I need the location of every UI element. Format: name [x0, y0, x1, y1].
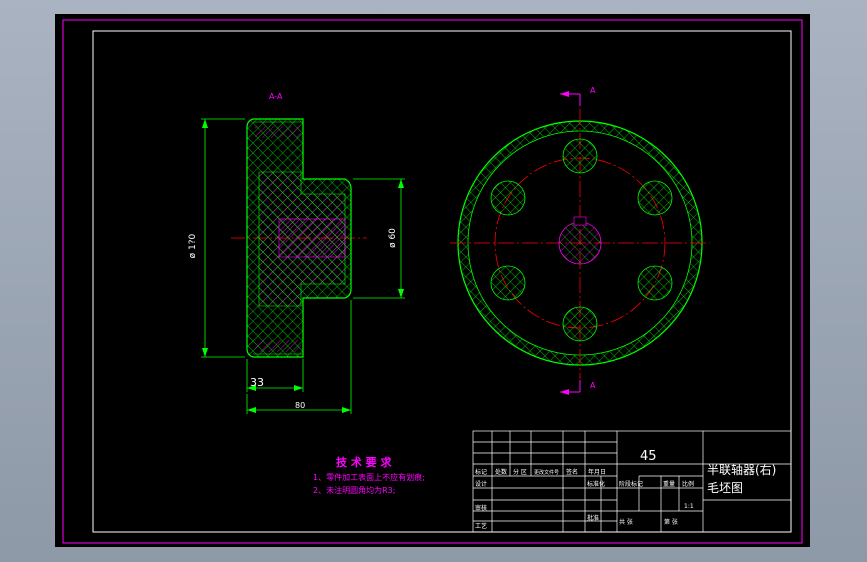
- title-block-text: 45 半联轴器(右) 毛坯图 标记 处数 分 区 更改文件号 签名 年月日 设计…: [475, 449, 776, 530]
- tech-requirements-title: 技 术 要 求: [336, 455, 392, 469]
- bolt-hole: [490, 265, 526, 301]
- scale-value: 1:1: [684, 503, 694, 510]
- dim-total-width: 80: [295, 401, 305, 410]
- label-zone: 分 区: [513, 468, 527, 476]
- label-marking: 标记: [475, 468, 487, 476]
- drawing-name: 毛坯图: [707, 481, 743, 495]
- drawing-canvas: ø 1?0 ø 60 33 80 A-A: [62, 19, 803, 544]
- label-sheet-no: 第 张: [664, 518, 678, 526]
- tech-requirement-item: 2、未注明圆角均为R3;: [313, 485, 395, 495]
- label-count: 处数: [495, 468, 507, 476]
- cad-viewport[interactable]: ø 1?0 ø 60 33 80 A-A: [55, 14, 810, 547]
- bolt-hole: [562, 138, 598, 174]
- bolt-hole: [562, 306, 598, 342]
- dim-hub-width: 33: [250, 376, 264, 389]
- section-view: ø 1?0 ø 60 33 80 A-A: [188, 92, 405, 414]
- central-bore: [558, 221, 602, 265]
- title-block: [472, 430, 792, 533]
- dim-outer-diameter: ø 1?0: [188, 233, 198, 258]
- section-mark-top: A: [590, 86, 596, 95]
- front-view: A A: [450, 86, 710, 395]
- bolt-hole: [490, 180, 526, 216]
- label-review: 审核: [475, 504, 487, 512]
- label-change-doc: 更改文件号: [534, 469, 559, 476]
- dim-hub-diameter: ø 60: [388, 228, 398, 248]
- material-value: 45: [640, 449, 657, 464]
- label-approve: 批准: [587, 514, 599, 522]
- label-stage-mark: 阶段标记: [619, 480, 643, 488]
- label-weight: 重量: [663, 480, 675, 488]
- hub-core-bottom: [255, 340, 301, 352]
- section-label: A-A: [269, 92, 283, 101]
- label-standardize: 标准化: [587, 480, 605, 488]
- section-mark-bottom: A: [590, 381, 596, 390]
- label-design: 设计: [475, 480, 487, 488]
- label-process: 工艺: [475, 522, 487, 530]
- bolt-hole: [637, 265, 673, 301]
- label-sheets-total: 共 张: [619, 518, 633, 526]
- part-name: 半联轴器(右): [707, 462, 776, 477]
- hub-core-top: [255, 126, 301, 138]
- label-signature: 签名: [566, 468, 578, 476]
- inner-frame: [92, 30, 792, 533]
- tech-requirement-item: 1、零件加工表面上不应有划痕;: [313, 472, 425, 482]
- outer-frame: [62, 19, 803, 544]
- keyway: [278, 218, 346, 258]
- bolt-holes: [490, 138, 673, 342]
- label-date: 年月日: [588, 468, 606, 476]
- tech-requirements: 技 术 要 求 1、零件加工表面上不应有划痕; 2、未注明圆角均为R3;: [313, 455, 425, 495]
- bolt-hole: [637, 180, 673, 216]
- bore-keyway: [573, 216, 587, 226]
- label-ratio: 比例: [682, 480, 694, 488]
